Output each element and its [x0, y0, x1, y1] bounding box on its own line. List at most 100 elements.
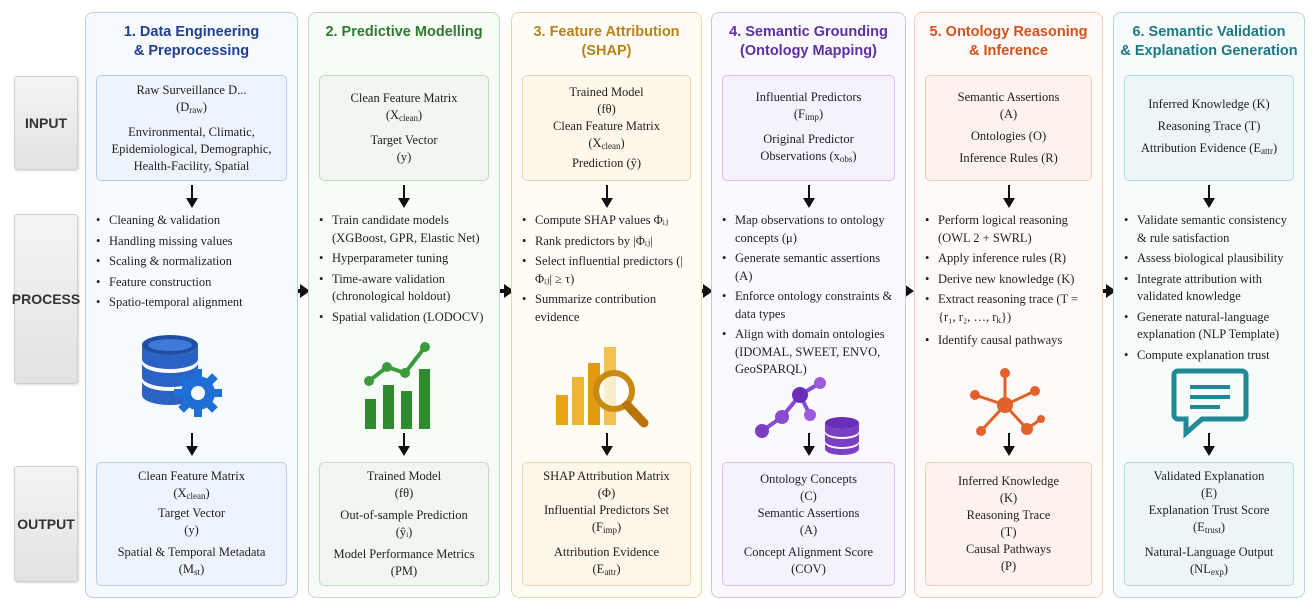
stage-title: 5. Ontology Reasoning& Inference — [929, 24, 1088, 59]
output-line: Ontology Concepts — [760, 471, 857, 486]
arrow-down-icon — [1203, 433, 1215, 456]
input-box: Clean Feature Matrix (Xclean) Target Vecto… — [319, 75, 489, 181]
process-step: Spatial validation (LODOCV) — [319, 309, 493, 327]
output-line: Semantic Assertions — [757, 505, 860, 520]
process-step: Cleaning & validation — [96, 212, 291, 230]
input-box: Semantic Assertions(A)Ontologies (O)Infe… — [925, 75, 1092, 181]
speech-bubble-icon — [1170, 365, 1250, 446]
output-box: Inferred Knowledge(K)Reasoning Trace(T)C… — [925, 462, 1092, 586]
magnifier-bar-chart-icon — [552, 343, 652, 438]
output-box: Validated Explanation(E)Explanation Trus… — [1124, 462, 1294, 586]
input-line: Semantic Assertions — [957, 90, 1060, 104]
process-list: Perform logical reasoning (OWL 2 + SWRL)… — [925, 212, 1096, 353]
output-line: Spatial & Temporal Metadata — [117, 544, 266, 559]
output-line: (Xclean) — [173, 485, 210, 501]
process-step: Identify causal pathways — [925, 332, 1096, 350]
output-line: (Φ) — [597, 485, 616, 500]
arrow-down-icon — [185, 433, 198, 456]
process-step: Derive new knowledge (K) — [925, 271, 1096, 289]
input-line: (Xclean) — [385, 108, 423, 123]
process-step: Enforce ontology constraints & data type… — [722, 288, 899, 323]
process-step: Select influential predictors (|Φᵢⱼ| ≥ τ… — [522, 253, 695, 288]
stage-title: 6. Semantic Validation& Explanation Gene… — [1120, 24, 1298, 59]
process-step: Align with domain ontologies (IDOMAL, SW… — [722, 326, 899, 379]
output-line: (Mst) — [178, 561, 205, 577]
process-step: Map observations to ontology concepts (μ… — [722, 212, 899, 247]
output-line: (NLexp) — [1190, 561, 1228, 577]
input-line: Clean Feature Matrix — [553, 119, 660, 133]
input-box: Raw Surveillance D... (Draw) Environmental… — [96, 75, 287, 181]
process-step: Validate semantic consistency & rule sat… — [1124, 212, 1298, 247]
input-line: (Draw) — [176, 99, 207, 115]
process-step: Feature construction — [96, 274, 291, 292]
input-line: Inference Rules (R) — [959, 151, 1058, 165]
row-label-process: PROCESS — [12, 214, 80, 384]
arrow-down-icon — [1203, 185, 1215, 208]
stage-feature-attribution: 3. Feature Attribution(SHAP) Trained Mode… — [511, 12, 702, 598]
input-box: Inferred Knowledge (K)Reasoning Trace (T… — [1124, 75, 1294, 181]
stage-semantic-validation: 6. Semantic Validation& Explanation Gene… — [1113, 12, 1305, 598]
input-line: Ontologies (O) — [970, 129, 1047, 143]
output-line: (Etrust) — [1193, 519, 1225, 535]
output-line: Validated Explanation — [1153, 468, 1265, 483]
database-gear-icon — [136, 331, 226, 426]
input-line: Environmental, Climatic, — [128, 124, 255, 139]
process-step: Spatio-temporal alignment — [96, 294, 291, 312]
bar-chart-trend-icon — [361, 341, 441, 436]
process-step: Generate natural-language explanation (N… — [1124, 309, 1298, 344]
process-step: Rank predictors by |Φᵢⱼ| — [522, 233, 695, 251]
input-line: Attribution Evidence (Eattr) — [1140, 141, 1278, 156]
output-line: Concept Alignment Score — [743, 544, 874, 559]
process-step: Apply inference rules (R) — [925, 250, 1096, 268]
arrow-down-icon — [802, 185, 815, 208]
input-line: (Fimp) — [793, 106, 824, 122]
process-list: Compute SHAP values ΦᵢⱼRank predictors b… — [522, 212, 695, 329]
process-step: Integrate attribution with validated kno… — [1124, 271, 1298, 306]
input-line: Original Predictor — [763, 131, 854, 146]
row-label-output: OUTPUT — [14, 466, 78, 582]
arrow-down-icon — [1002, 433, 1015, 456]
output-line: Natural-Language Output — [1144, 544, 1274, 559]
process-step: Time-aware validation (chronological hol… — [319, 271, 493, 306]
process-step: Summarize contribution evidence — [522, 291, 695, 326]
output-line: Inferred Knowledge — [958, 474, 1059, 488]
input-line: Clean Feature Matrix — [350, 91, 458, 105]
process-list: Cleaning & validationHandling missing va… — [96, 212, 291, 315]
graph-database-icon — [752, 375, 862, 460]
process-step: Train candidate models (XGBoost, GPR, El… — [319, 212, 493, 247]
output-line: Target Vector — [157, 505, 226, 520]
stage-title: 2. Predictive Modelling — [325, 24, 483, 40]
input-line: Prediction (ŷ) — [571, 156, 642, 170]
arrow-down-icon — [185, 185, 198, 208]
output-line: Model Performance Metrics — [333, 547, 475, 561]
input-line: Raw Surveillance D... — [136, 82, 247, 97]
output-box: Ontology Concepts(C)Semantic Assertions(… — [722, 462, 895, 586]
output-line: (fθ) — [394, 486, 414, 500]
output-line: (PM) — [390, 564, 418, 578]
input-line: Target Vector — [370, 133, 438, 147]
output-line: (y) — [184, 522, 199, 537]
process-step: Compute SHAP values Φᵢⱼ — [522, 212, 695, 230]
output-line: Attribution Evidence — [553, 544, 660, 559]
output-line: Out-of-sample Prediction — [340, 508, 468, 522]
process-step: Assess biological plausibility — [1124, 250, 1298, 268]
process-step: Generate semantic assertions (A) — [722, 250, 899, 285]
arrow-down-icon — [398, 185, 410, 208]
process-list: Train candidate models (XGBoost, GPR, El… — [319, 212, 493, 329]
process-step: Perform logical reasoning (OWL 2 + SWRL) — [925, 212, 1096, 247]
output-line: Reasoning Trace — [966, 508, 1051, 522]
output-line: Causal Pathways — [965, 542, 1052, 556]
stage-title: 3. Feature Attribution(SHAP) — [533, 24, 680, 59]
input-line: (y) — [396, 150, 412, 164]
output-line: (ŷᵢ) — [395, 525, 413, 539]
output-box: SHAP Attribution Matrix(Φ)Influential Pr… — [522, 462, 691, 586]
input-line: Trained Model — [569, 85, 644, 99]
output-line: (A) — [799, 522, 818, 537]
output-box: Clean Feature Matrix (Xclean) Target Vecto… — [96, 462, 287, 586]
output-line: Clean Feature Matrix — [138, 468, 245, 483]
arrow-down-icon — [600, 433, 613, 456]
row-label-input: INPUT — [14, 76, 78, 170]
input-line: (Xclean) — [588, 136, 625, 151]
